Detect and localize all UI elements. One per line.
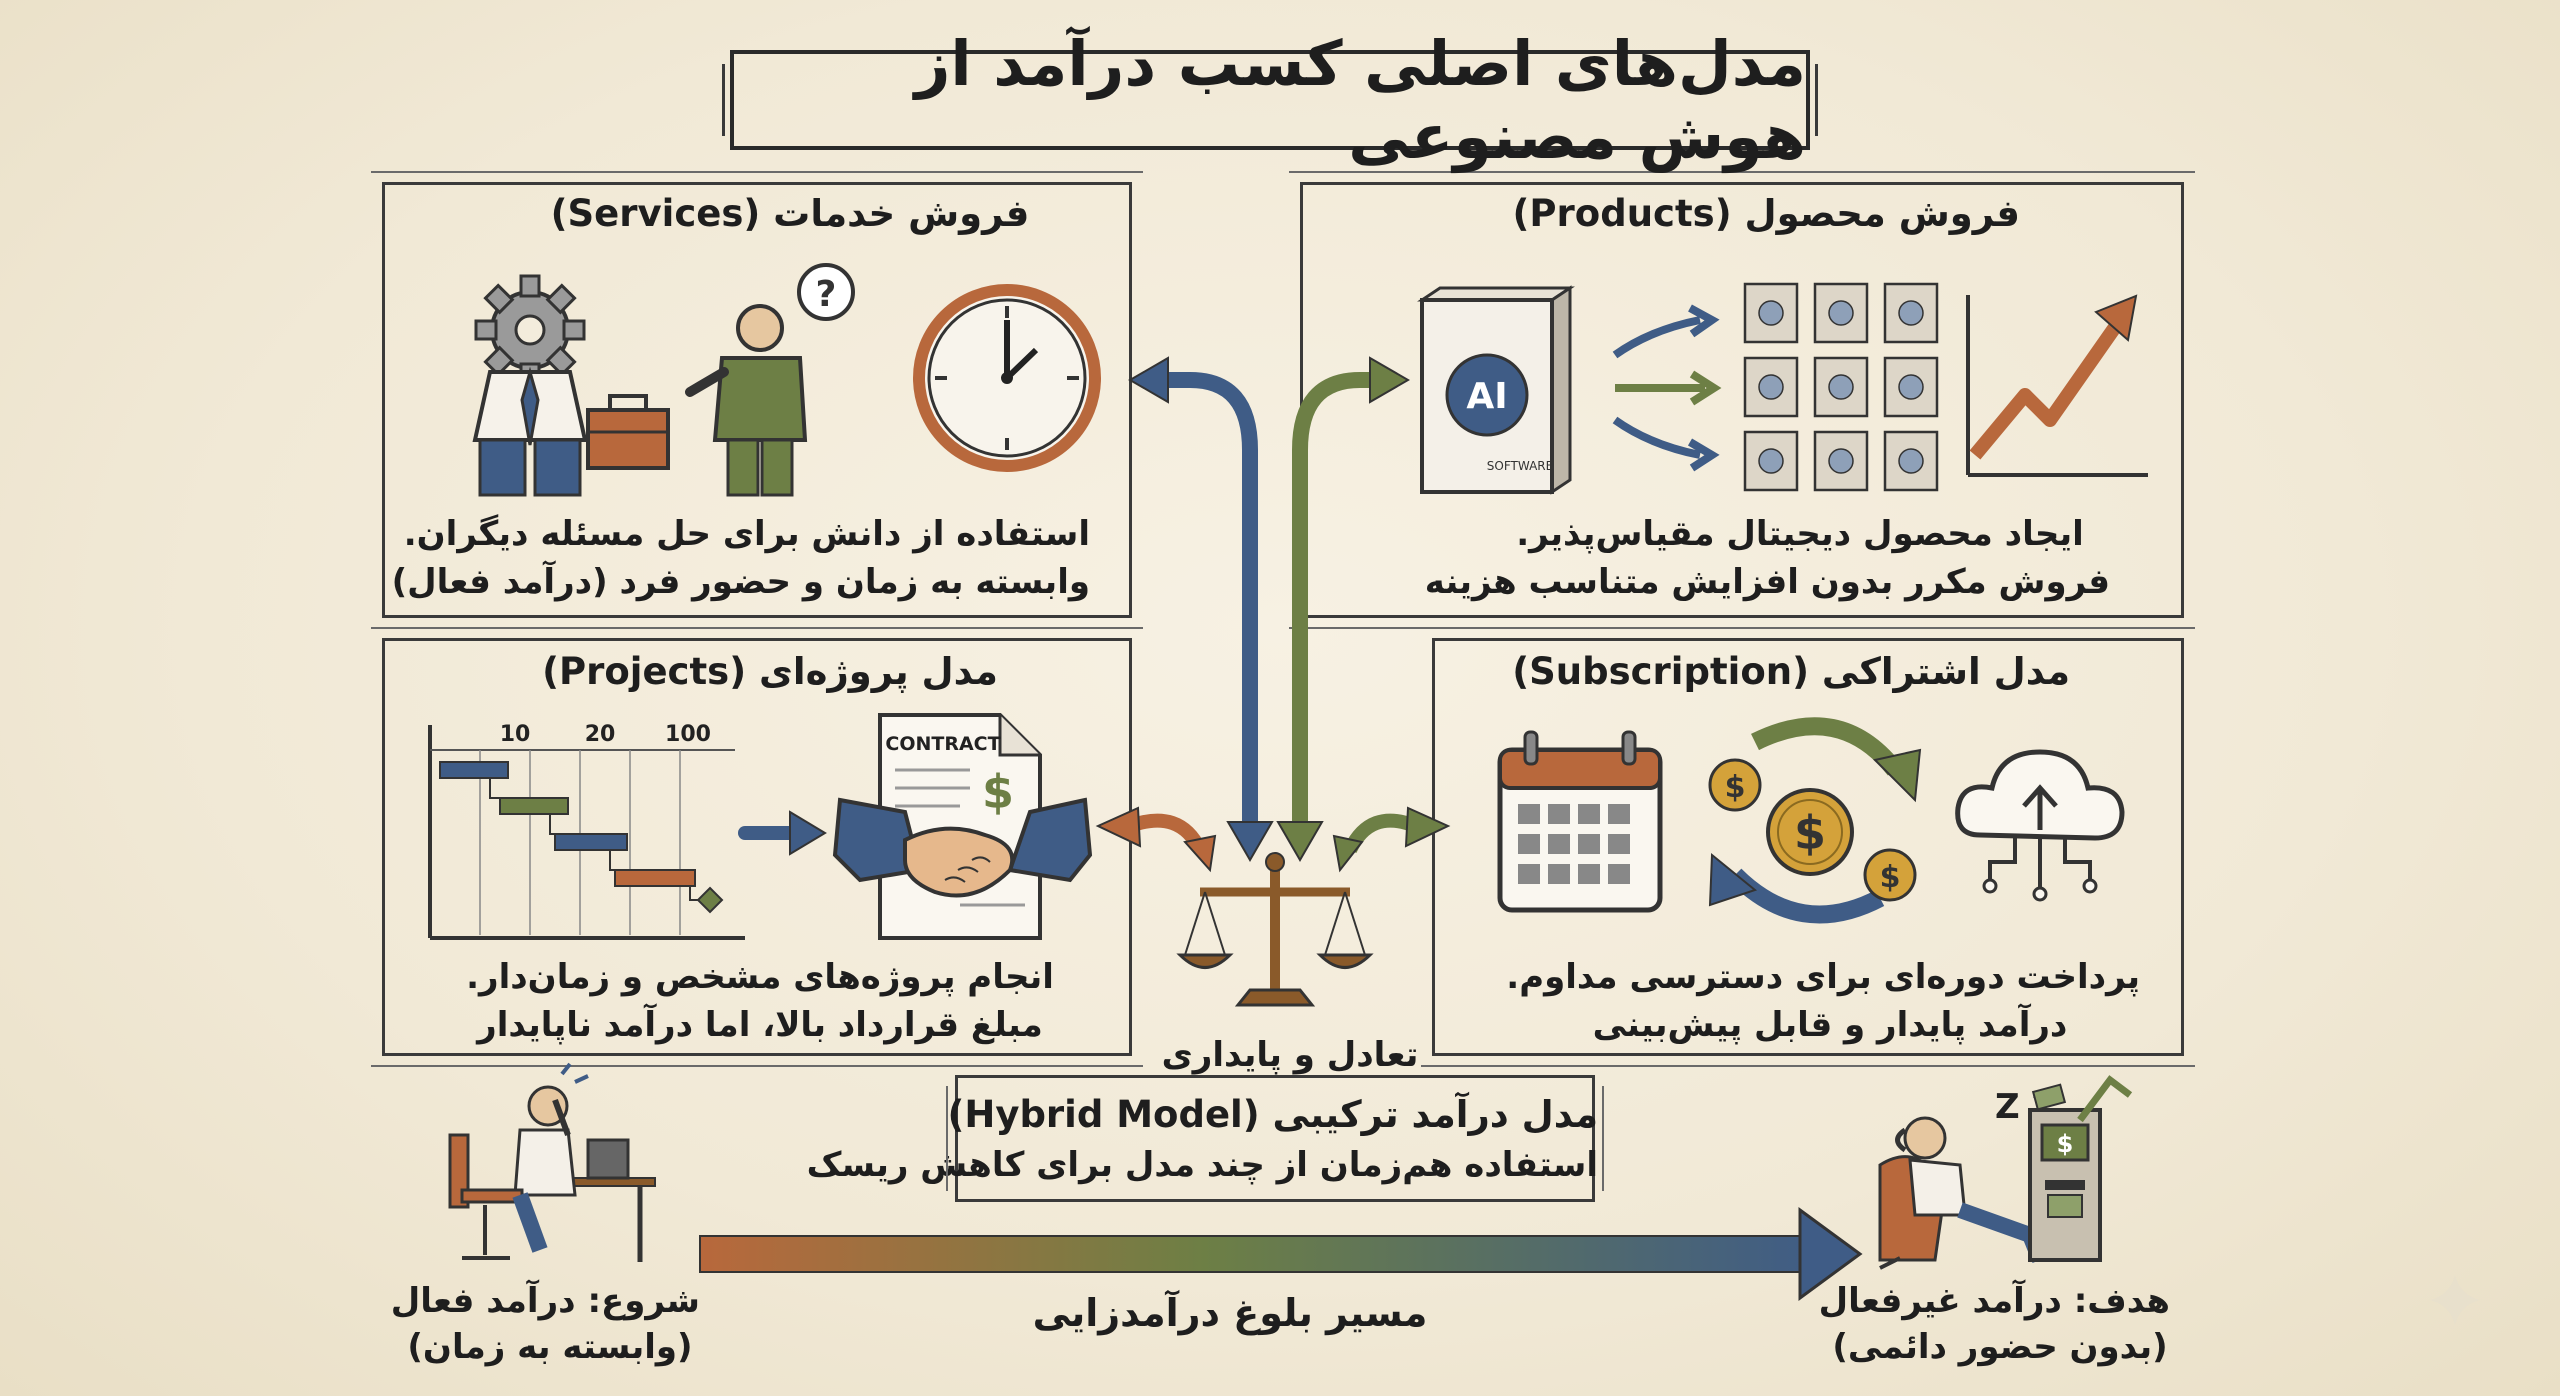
svg-text:?: ? bbox=[816, 274, 837, 315]
calendar-icon bbox=[1497, 730, 1663, 913]
svg-text:$: $ bbox=[1794, 806, 1826, 860]
hybrid-frame: مدل درآمد ترکیبی (Hybrid Model) استفاده … bbox=[807, 1075, 1604, 1202]
balance-label: تعادل و پایداری bbox=[1161, 1035, 1419, 1075]
svg-text:$: $ bbox=[982, 765, 1014, 819]
goal-caption: هدف: درآمد غیرفعال (بدون حضور دائمی) bbox=[1818, 1278, 2170, 1370]
gantt-milestone bbox=[696, 886, 724, 914]
toolbox-icon bbox=[586, 394, 670, 470]
arrow-right-icon bbox=[738, 810, 827, 856]
start-caption: شروع: درآمد فعال (وابسته به زمان) bbox=[390, 1278, 700, 1370]
connector-green-to-products bbox=[1276, 356, 1410, 862]
goal-line-1: هدف: درآمد غیرفعال bbox=[1818, 1281, 2170, 1321]
software-box-caption: SOFTWARE bbox=[1487, 459, 1553, 473]
projects-line-2: مبلغ قرارداد بالا، اما درآمد ناپایدار bbox=[477, 1005, 1043, 1045]
ai-box-label: AI bbox=[1466, 376, 1507, 417]
gantt-tick-3: 100 bbox=[665, 722, 711, 747]
projects-line-1: انجام پروژه‌های مشخص و زمان‌دار. bbox=[466, 957, 1054, 997]
gear-icon bbox=[474, 274, 586, 386]
contract-label: CONTRACT bbox=[885, 733, 1000, 755]
gantt-task-2 bbox=[499, 797, 569, 815]
start-line-1: شروع: درآمد فعال bbox=[390, 1281, 700, 1321]
services-description: استفاده از دانش برای حل مسئله دیگران. وا… bbox=[391, 510, 1090, 606]
balance-scale-icon bbox=[1176, 852, 1374, 1007]
connector-blue-to-services bbox=[1128, 356, 1274, 862]
stressed-worker-icon bbox=[448, 1062, 656, 1262]
products-heading: فروش محصول (Products) bbox=[1512, 192, 2021, 235]
services-line-1: استفاده از دانش برای حل مسئله دیگران. bbox=[403, 514, 1090, 554]
projects-heading: مدل پروژه‌ای (Projects) bbox=[542, 650, 998, 693]
subscription-description: پرداخت دوره‌ای برای دسترسی مداوم. درآمد … bbox=[1506, 953, 2140, 1049]
title-frame: مدل‌های اصلی کسب درآمد از هوش مصنوعی bbox=[722, 27, 1818, 173]
gantt-task-4 bbox=[614, 869, 696, 887]
goal-line-2: (بدون حضور دائمی) bbox=[1832, 1327, 2168, 1367]
money-machine-icon: $ bbox=[2028, 1075, 2133, 1262]
svg-text:$: $ bbox=[1725, 770, 1746, 805]
handshake-icon bbox=[832, 797, 1093, 898]
growth-chart-icon bbox=[1966, 294, 2148, 477]
subscription-line-2: درآمد پایدار و قابل پیش‌بینی bbox=[1592, 1005, 2068, 1045]
client-figure-icon bbox=[685, 304, 808, 497]
connector-orange-to-projects bbox=[1095, 806, 1217, 873]
recurring-payment-icon: $ $ $ bbox=[1708, 717, 1922, 924]
services-line-2: وابسته به زمان و حضور فرد (درآمد فعال) bbox=[391, 562, 1090, 602]
sparkle-icon bbox=[2430, 1275, 2480, 1325]
clock-icon bbox=[913, 284, 1101, 472]
question-bubble-icon: ? bbox=[797, 263, 855, 321]
product-copies-icon bbox=[1743, 282, 1939, 492]
products-line-2: فروش مکرر بدون افزایش متناسب هزینه bbox=[1424, 562, 2110, 602]
gantt-tick-2: 20 bbox=[585, 722, 616, 747]
path-label: مسیر بلوغ درآمدزایی bbox=[1032, 1291, 1428, 1335]
cloud-upload-icon bbox=[1955, 749, 2125, 902]
subscription-line-1: پرداخت دوره‌ای برای دسترسی مداوم. bbox=[1506, 957, 2140, 997]
services-heading: فروش خدمات (Services) bbox=[550, 192, 1030, 235]
gantt-task-3 bbox=[554, 833, 628, 851]
subscription-heading: مدل اشتراکی (Subscription) bbox=[1512, 650, 2070, 693]
maturity-path-arrow bbox=[699, 1207, 1863, 1301]
svg-text:$: $ bbox=[1880, 860, 1901, 895]
relaxed-person-icon bbox=[1878, 1116, 2048, 1270]
software-box-icon: AI SOFTWARE bbox=[1417, 285, 1575, 495]
start-line-2: (وابسته به زمان) bbox=[407, 1327, 693, 1367]
gantt-task-1 bbox=[439, 761, 509, 779]
connector-green-to-subscription bbox=[1332, 806, 1451, 873]
svg-text:$: $ bbox=[2057, 1130, 2074, 1158]
consultant-figure-icon bbox=[472, 366, 588, 497]
products-line-1: ایجاد محصول دیجیتال مقیاس‌پذیر. bbox=[1516, 514, 2084, 554]
projects-description: انجام پروژه‌های مشخص و زمان‌دار. مبلغ قر… bbox=[450, 953, 1070, 1049]
distribution-arrows-icon bbox=[1612, 304, 1722, 472]
products-description: ایجاد محصول دیجیتال مقیاس‌پذیر. فروش مکر… bbox=[1424, 510, 2110, 606]
gantt-tick-1: 10 bbox=[500, 722, 531, 747]
gantt-chart-icon: 10 20 100 bbox=[428, 722, 745, 940]
